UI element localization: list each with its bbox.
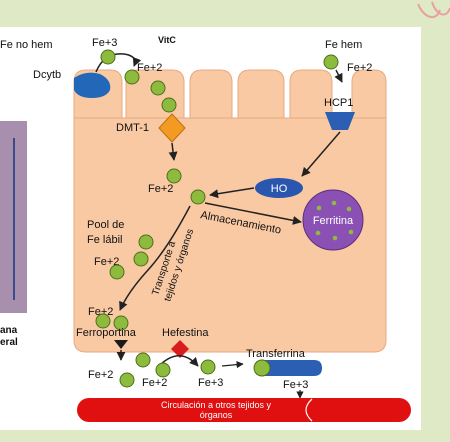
iron-ion-fe2 bbox=[150, 80, 166, 96]
fe3-top-label: Fe+3 bbox=[92, 37, 117, 49]
fe2-out-label: Fe+2 bbox=[88, 369, 113, 381]
ferritin-iron-dot bbox=[348, 229, 354, 235]
iron-ion-pool bbox=[109, 264, 125, 280]
vitc-label: VitC bbox=[158, 35, 176, 45]
hefestina-protein bbox=[171, 340, 189, 358]
ferritin-iron-dot bbox=[331, 200, 337, 206]
fe-no-hem-label: Fe no hem bbox=[0, 39, 53, 51]
dmt1-label: DMT-1 bbox=[116, 122, 149, 134]
hcp1-transporter bbox=[325, 112, 355, 130]
circulacion-label-line2: órganos bbox=[200, 410, 233, 420]
fe2-pool-label: Fe+2 bbox=[94, 256, 119, 268]
dcytb-protein bbox=[74, 72, 111, 98]
iron-ion-blood bbox=[119, 372, 135, 388]
iron-ion-fe3 bbox=[100, 49, 116, 65]
ferritin-iron-dot bbox=[346, 206, 352, 212]
iron-ion-export bbox=[113, 315, 129, 331]
ferroportina-label: Ferroportina bbox=[76, 327, 137, 339]
dmt1-transporter bbox=[158, 113, 186, 143]
fe-hem-label: Fe hem bbox=[325, 39, 362, 51]
transferrina-label: Transferrina bbox=[246, 348, 306, 360]
circulacion-label-line1: Circulación a otros tejidos y bbox=[161, 400, 272, 410]
iron-ion-cytosol bbox=[190, 189, 206, 205]
iron-ion-blood-fe3 bbox=[200, 359, 216, 375]
ferritin-iron-dot bbox=[316, 205, 322, 211]
hefestina-label: Hefestina bbox=[162, 327, 209, 339]
heme-oxygenase bbox=[255, 178, 303, 198]
iron-ion-cytosol bbox=[166, 168, 182, 184]
dmt1-arrow bbox=[168, 142, 178, 161]
iron-ion-blood bbox=[135, 352, 151, 368]
circulacion-bar bbox=[77, 398, 411, 422]
almacenamiento-arrow bbox=[204, 202, 302, 225]
iron-ion-fe2 bbox=[124, 69, 140, 85]
heme-arrow bbox=[334, 69, 343, 83]
ho-to-iron-arrow bbox=[209, 187, 255, 199]
fe2-top-label: Fe+2 bbox=[137, 62, 162, 74]
iron-ion-pool bbox=[138, 234, 154, 250]
pool-label-line1: Pool de bbox=[87, 219, 124, 231]
fe3-transferrina-label: Fe+3 bbox=[283, 379, 308, 391]
fe2-center-label: Fe+2 bbox=[148, 183, 173, 195]
ferritin-iron-dot bbox=[315, 230, 321, 236]
side-photo-caption-2: eral bbox=[0, 337, 18, 348]
iron-ion-blood bbox=[155, 362, 171, 378]
transferrin-protein bbox=[254, 360, 322, 376]
decorative-curl bbox=[417, 1, 450, 19]
ferritina-label: Ferritina bbox=[313, 215, 354, 227]
ferritin-iron-dot bbox=[332, 235, 338, 241]
transferrin-iron bbox=[253, 359, 271, 377]
hcp1-label: HCP1 bbox=[324, 97, 353, 109]
pool-label-line2: Fe lábil bbox=[87, 234, 122, 246]
side-photo-caption-1: ana bbox=[0, 325, 18, 336]
iron-ion-fe2 bbox=[161, 97, 177, 113]
dcytb-label: Dcytb bbox=[33, 69, 61, 81]
hefestina-oxidation-arrow bbox=[159, 355, 199, 367]
fe3-out-label: Fe+3 bbox=[198, 377, 223, 389]
fe2-out2-label: Fe+2 bbox=[142, 377, 167, 389]
dcytb-reduction-arrow bbox=[95, 53, 142, 73]
iron-ion-heme bbox=[323, 54, 339, 70]
iron-ion-pool bbox=[133, 251, 149, 267]
hcp1-to-ho-arrow bbox=[301, 131, 341, 177]
to-transferrin-arrow bbox=[221, 361, 244, 369]
ho-label: HO bbox=[271, 183, 288, 195]
fe2-hem-label: Fe+2 bbox=[347, 62, 372, 74]
ferroportina-transporter bbox=[114, 340, 128, 349]
transporte-arrow bbox=[119, 205, 191, 311]
iron-ion-export bbox=[95, 313, 111, 329]
circulacion-bar-divider bbox=[305, 398, 313, 422]
